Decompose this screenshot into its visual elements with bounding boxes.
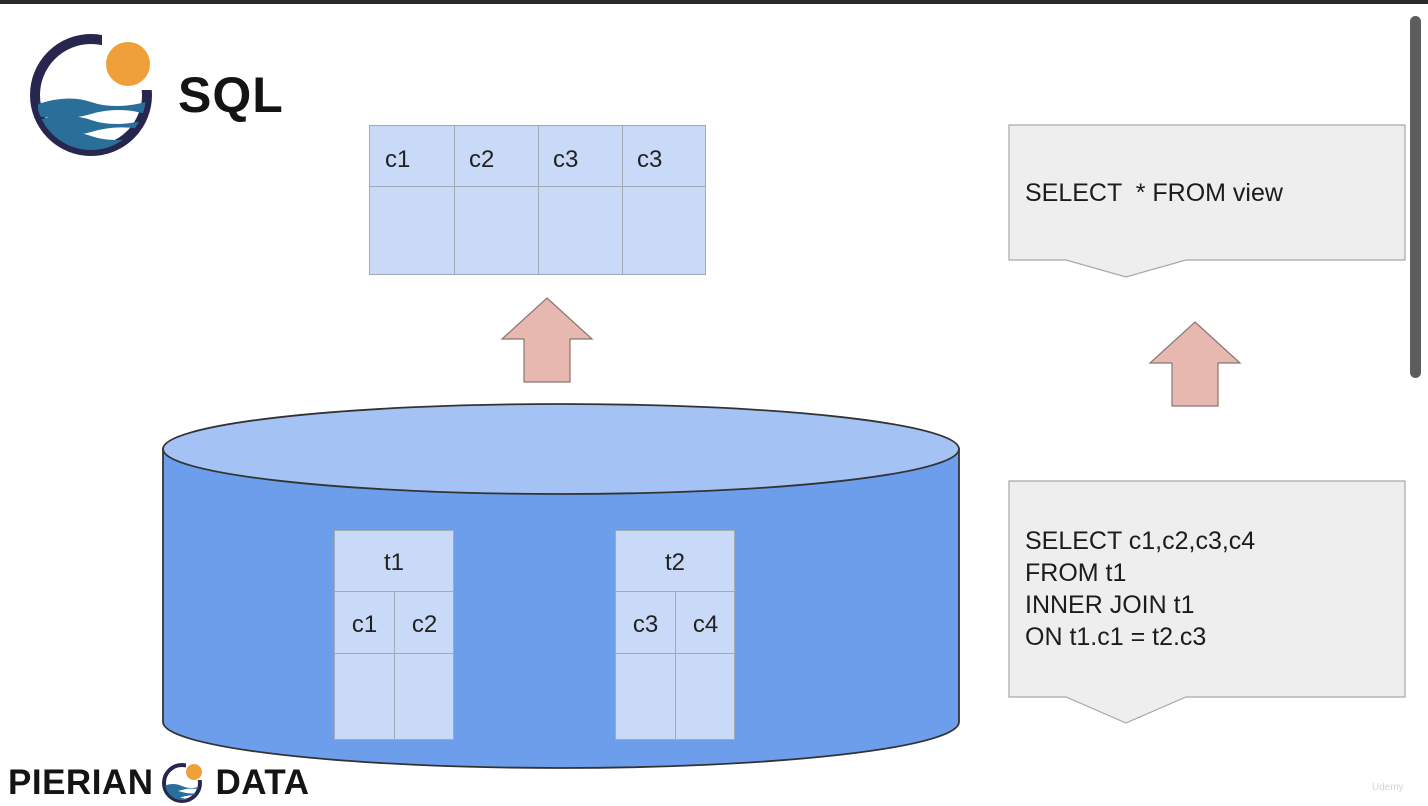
column-divider — [622, 126, 623, 274]
view-query-text: SELECT * FROM view — [1025, 179, 1283, 207]
up-arrow-icon — [1148, 321, 1242, 407]
join-query-line: SELECT c1,c2,c3,c4 — [1025, 527, 1256, 555]
table-name: t1 — [383, 549, 404, 576]
table-t2: t2 c3 c4 — [615, 530, 735, 740]
table-name: t2 — [664, 549, 685, 576]
table-divider — [394, 591, 395, 739]
watermark: Udemy — [1372, 782, 1404, 793]
view-result-table: c1 c2 c3 c3 — [369, 125, 706, 275]
table-column: c4 — [692, 611, 719, 638]
view-column-header: c2 — [469, 146, 495, 173]
view-query-callout — [1008, 124, 1406, 278]
page-title: SQL — [178, 67, 284, 123]
join-query-line: FROM t1 — [1025, 559, 1127, 587]
table-column: c2 — [411, 611, 438, 638]
scrollbar[interactable] — [1410, 16, 1421, 378]
column-divider — [538, 126, 539, 274]
view-column-header: c1 — [385, 146, 411, 173]
join-query-callout — [1008, 480, 1406, 724]
pierian-small-logo-icon — [162, 760, 206, 803]
table-column: c3 — [632, 611, 659, 638]
up-arrow-icon — [500, 297, 594, 383]
header-divider — [370, 186, 705, 187]
brand-right-text: DATA — [215, 762, 310, 802]
view-column-header: c3 — [553, 146, 579, 173]
brand-footer: PIERIAN DATA — [8, 760, 309, 804]
table-column: c1 — [351, 611, 378, 638]
table-divider — [675, 591, 676, 739]
top-bar — [0, 0, 1428, 4]
pierian-logo-icon — [30, 32, 158, 156]
column-divider — [454, 126, 455, 274]
join-query-line: ON t1.c1 = t2.c3 — [1025, 623, 1207, 651]
join-query-line: INNER JOIN t1 — [1025, 591, 1195, 619]
database-cylinder-icon — [162, 403, 960, 769]
view-column-header: c3 — [637, 146, 663, 173]
brand-left-text: PIERIAN — [8, 762, 154, 802]
table-t1: t1 c1 c2 — [334, 530, 454, 740]
